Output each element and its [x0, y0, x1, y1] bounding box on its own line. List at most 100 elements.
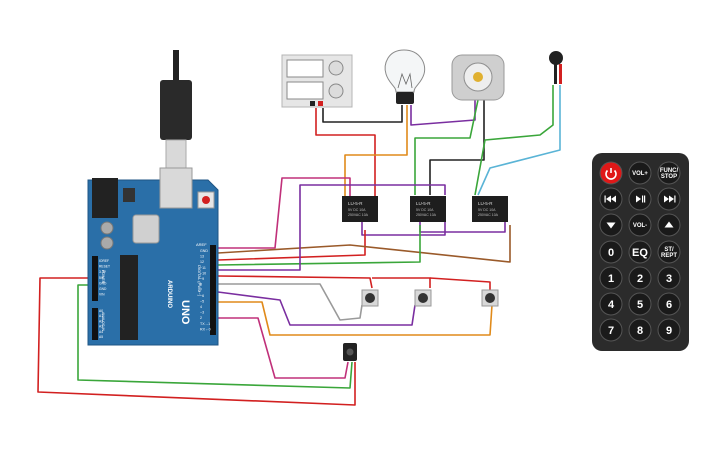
remote-button-label: REPT: [661, 253, 677, 259]
power-pin-label: IOREF: [99, 259, 109, 263]
wire-purple-relay3[interactable]: [419, 222, 506, 233]
remote-button-label: VOL+: [632, 171, 648, 177]
remote-button-label: 3: [666, 273, 672, 285]
wire-magenta-top[interactable]: [218, 177, 351, 249]
remote-button-play-pause[interactable]: [628, 187, 652, 211]
remote-button-down-arrow[interactable]: [599, 213, 623, 237]
wire-red-ir[interactable]: [37, 277, 356, 406]
light-bulb[interactable]: [384, 49, 426, 104]
analog-pin-label: A2: [99, 319, 103, 323]
remote-button-label: FUNC/: [660, 168, 679, 174]
wire-green-motor[interactable]: [414, 99, 479, 195]
digital-pin-label: 4: [200, 305, 202, 309]
remote-button-label: 2: [637, 273, 643, 285]
remote-buttons: VOL+ FUNC/STOP VOL- 0 EQ ST/REPT 1 2 3 4 5 6 7 8 9: [599, 161, 681, 342]
wire-cyan-buzzer[interactable]: [477, 85, 561, 196]
power-pin-label: GND: [99, 281, 107, 285]
fast-forward-icon: [664, 195, 676, 203]
pushbutton-1[interactable]: [361, 289, 379, 307]
relay-3[interactable]: LU-5-R 5V DC 10A 250VAC 10A: [472, 196, 508, 222]
remote-button-8[interactable]: 8: [628, 318, 652, 342]
remote-button-7[interactable]: 7: [599, 318, 623, 342]
remote-button-up-arrow[interactable]: [657, 213, 681, 237]
digital-pin-label: ~6: [200, 294, 204, 298]
power-pin-label: GND: [99, 287, 107, 291]
remote-button-label: EQ: [632, 247, 648, 259]
power-supply[interactable]: [281, 54, 353, 108]
wire-red-supply[interactable]: [315, 108, 376, 205]
wire-black-motor[interactable]: [429, 100, 485, 195]
remote-button-label: ST/: [664, 247, 674, 253]
power-pin-label: 3.3V: [99, 270, 107, 274]
pushbutton-2[interactable]: [414, 289, 432, 307]
wire-green-ir[interactable]: [77, 284, 353, 389]
remote-button-label: 8: [637, 325, 643, 337]
wire-gray-button[interactable]: [218, 283, 363, 321]
remote-button-rewind[interactable]: [599, 187, 623, 211]
wire-purple-relays[interactable]: [361, 222, 446, 236]
wire-black-supply[interactable]: [322, 105, 403, 123]
relay-2[interactable]: LU-5-R 5V DC 10A 250VAC 10A: [410, 196, 446, 222]
remote-button-4[interactable]: 4: [599, 292, 623, 316]
usb-cable[interactable]: [160, 50, 192, 169]
wire-green-buzzer[interactable]: [474, 85, 554, 196]
remote-button-eq[interactable]: EQ: [628, 240, 652, 264]
analog-pin-label: A4: [99, 330, 103, 334]
remote-button-st-rept[interactable]: ST/REPT: [657, 240, 681, 264]
relay-label: LU-5-R: [416, 201, 431, 206]
wire-magenta-ir[interactable]: [218, 317, 349, 379]
remote-button-label: 5: [637, 299, 643, 311]
remote-button-label: 4: [608, 299, 615, 311]
relay-rating: 5V DC 10A: [416, 208, 434, 212]
relay-label: LU-5-R: [478, 201, 493, 206]
remote-button-5[interactable]: 5: [628, 292, 652, 316]
rewind-icon: [604, 195, 616, 203]
wire-purple-bulb[interactable]: [410, 100, 476, 126]
piezo-buzzer[interactable]: [549, 51, 563, 84]
remote-button-label: 0: [608, 247, 614, 259]
remote-button-2[interactable]: 2: [628, 266, 652, 290]
wire-brown-pin[interactable]: [217, 225, 511, 263]
digital-pin-label: 7: [200, 288, 202, 292]
remote-button-0[interactable]: 0: [599, 240, 623, 264]
ir-receiver[interactable]: [343, 343, 357, 361]
digital-pin-label: ~10: [200, 271, 206, 275]
power-icon: [605, 168, 617, 180]
pushbutton-3[interactable]: [481, 289, 499, 307]
wire-purple-button2[interactable]: [217, 291, 416, 326]
remote-button-label: 1: [608, 273, 614, 285]
analog-pin-label: A1: [99, 314, 103, 318]
wire-purple-pin[interactable]: [218, 184, 446, 271]
relay-1[interactable]: LU-5-R 5V DC 10A 250VAC 10A: [342, 196, 378, 222]
remote-button-3[interactable]: 3: [657, 266, 681, 290]
remote-button-vol-[interactable]: VOL-: [628, 213, 652, 237]
arduino-uno-board[interactable]: UNO ARDUINO DIGITAL (PWM~) POWER ANALOG …: [87, 167, 219, 346]
remote-button-vol-[interactable]: VOL+: [628, 161, 652, 185]
relay-rating: 250VAC 10A: [416, 213, 437, 217]
remote-button-9[interactable]: 9: [657, 318, 681, 342]
analog-pin-label: A3: [99, 325, 103, 329]
power-pin-label: 5V: [99, 276, 104, 280]
down-arrow-icon: [606, 222, 616, 229]
ir-remote[interactable]: VOL+ FUNC/STOP VOL- 0 EQ ST/REPT 1 2 3 4 5 6 7 8 9: [592, 153, 689, 351]
remote-button-fast-forward[interactable]: [657, 187, 681, 211]
power-pin-label: RESET: [99, 265, 110, 269]
digital-pin-label: RX←0: [200, 327, 211, 331]
remote-button-1[interactable]: 1: [599, 266, 623, 290]
wire-orange-button3[interactable]: [218, 301, 493, 336]
wire-green-pin[interactable]: [217, 225, 421, 266]
digital-pin-label: 8: [200, 283, 202, 287]
remote-button-label: 7: [608, 325, 614, 337]
wire-red-pin13[interactable]: [217, 230, 366, 261]
relay-rating: 250VAC 10A: [478, 213, 499, 217]
wire-red-buttons[interactable]: [217, 275, 491, 290]
remote-button-power[interactable]: [599, 161, 623, 185]
dc-motor[interactable]: [451, 54, 505, 101]
relay-rating: 250VAC 10A: [348, 213, 369, 217]
remote-button-6[interactable]: 6: [657, 292, 681, 316]
remote-button-func-stop[interactable]: FUNC/STOP: [657, 161, 681, 185]
